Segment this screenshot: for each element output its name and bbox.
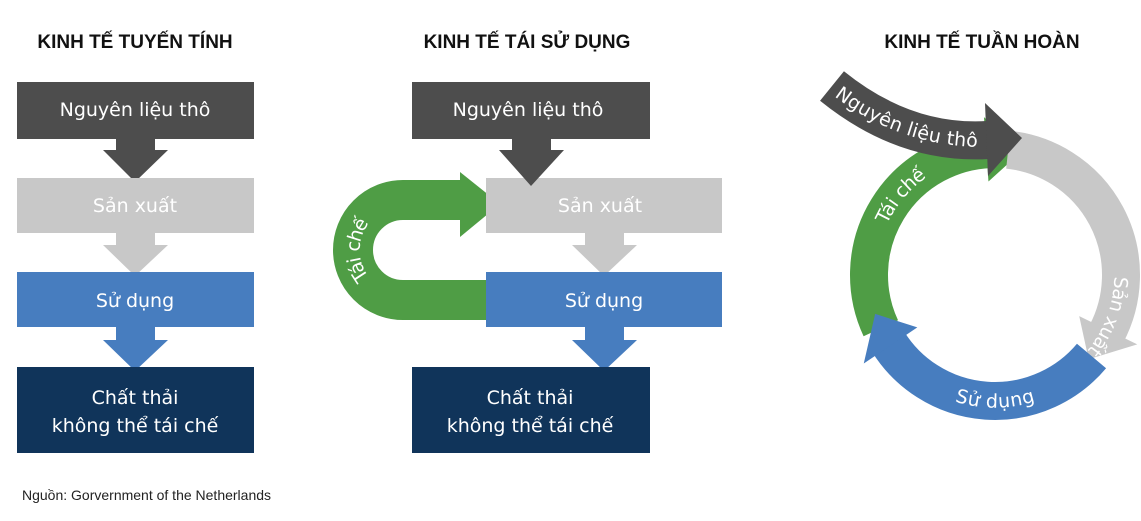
recycle-arrow [850,130,992,337]
arrow-down-icon [103,139,168,182]
production-box [486,178,722,233]
raw-material-label: Nguyên liệu thô [60,99,211,121]
raw-material-label: Nguyên liệu thô [453,99,604,121]
raw-material-box [17,82,254,139]
arrow-down-icon [103,327,168,371]
raw-material-box [412,82,650,139]
arrowhead-icon [1079,316,1138,360]
arrow-down-icon [572,233,637,276]
source-note: Nguồn: Gorvernment of the Netherlands [22,487,272,503]
raw-material-arrow [820,71,990,160]
use-label: Sử dụng [565,290,643,312]
waste-box [412,367,650,453]
circular-title: KINH TẾ TUẦN HOÀN [884,31,1079,53]
waste-label-1: Chất thải [487,387,574,409]
waste-box [17,367,254,453]
reuse-economy: KINH TẾ TÁI SỬ DỤNG Nguyên liệu thô Sản … [333,31,722,453]
arrow-down-icon [103,233,168,276]
recycle-loop-arrow [333,180,486,320]
arrow-down-icon [572,327,637,371]
production-label: Sản xuất [93,195,177,217]
circular-economy: KINH TẾ TUẦN HOÀN [820,31,1140,420]
waste-label-1: Chất thải [92,387,179,409]
production-box [17,178,254,233]
use-label: Sử dụng [96,290,174,312]
reuse-title: KINH TẾ TÁI SỬ DỤNG [424,31,631,53]
arrowhead-icon [863,313,918,364]
waste-label-2: không thể tái chế [52,415,219,437]
waste-label-2: không thể tái chế [447,415,614,437]
production-arrow [1005,130,1140,344]
use-box [486,272,722,327]
arrowhead-icon [985,103,1022,176]
arrow-right-icon [460,172,500,237]
use-box [17,272,254,327]
use-arrow [872,331,1107,420]
linear-economy: KINH TẾ TUYẾN TÍNH Nguyên liệu thô Sản x… [17,31,254,453]
linear-title: KINH TẾ TUYẾN TÍNH [37,31,232,53]
arrow-down-icon [499,139,564,186]
production-label: Sản xuất [558,195,642,217]
